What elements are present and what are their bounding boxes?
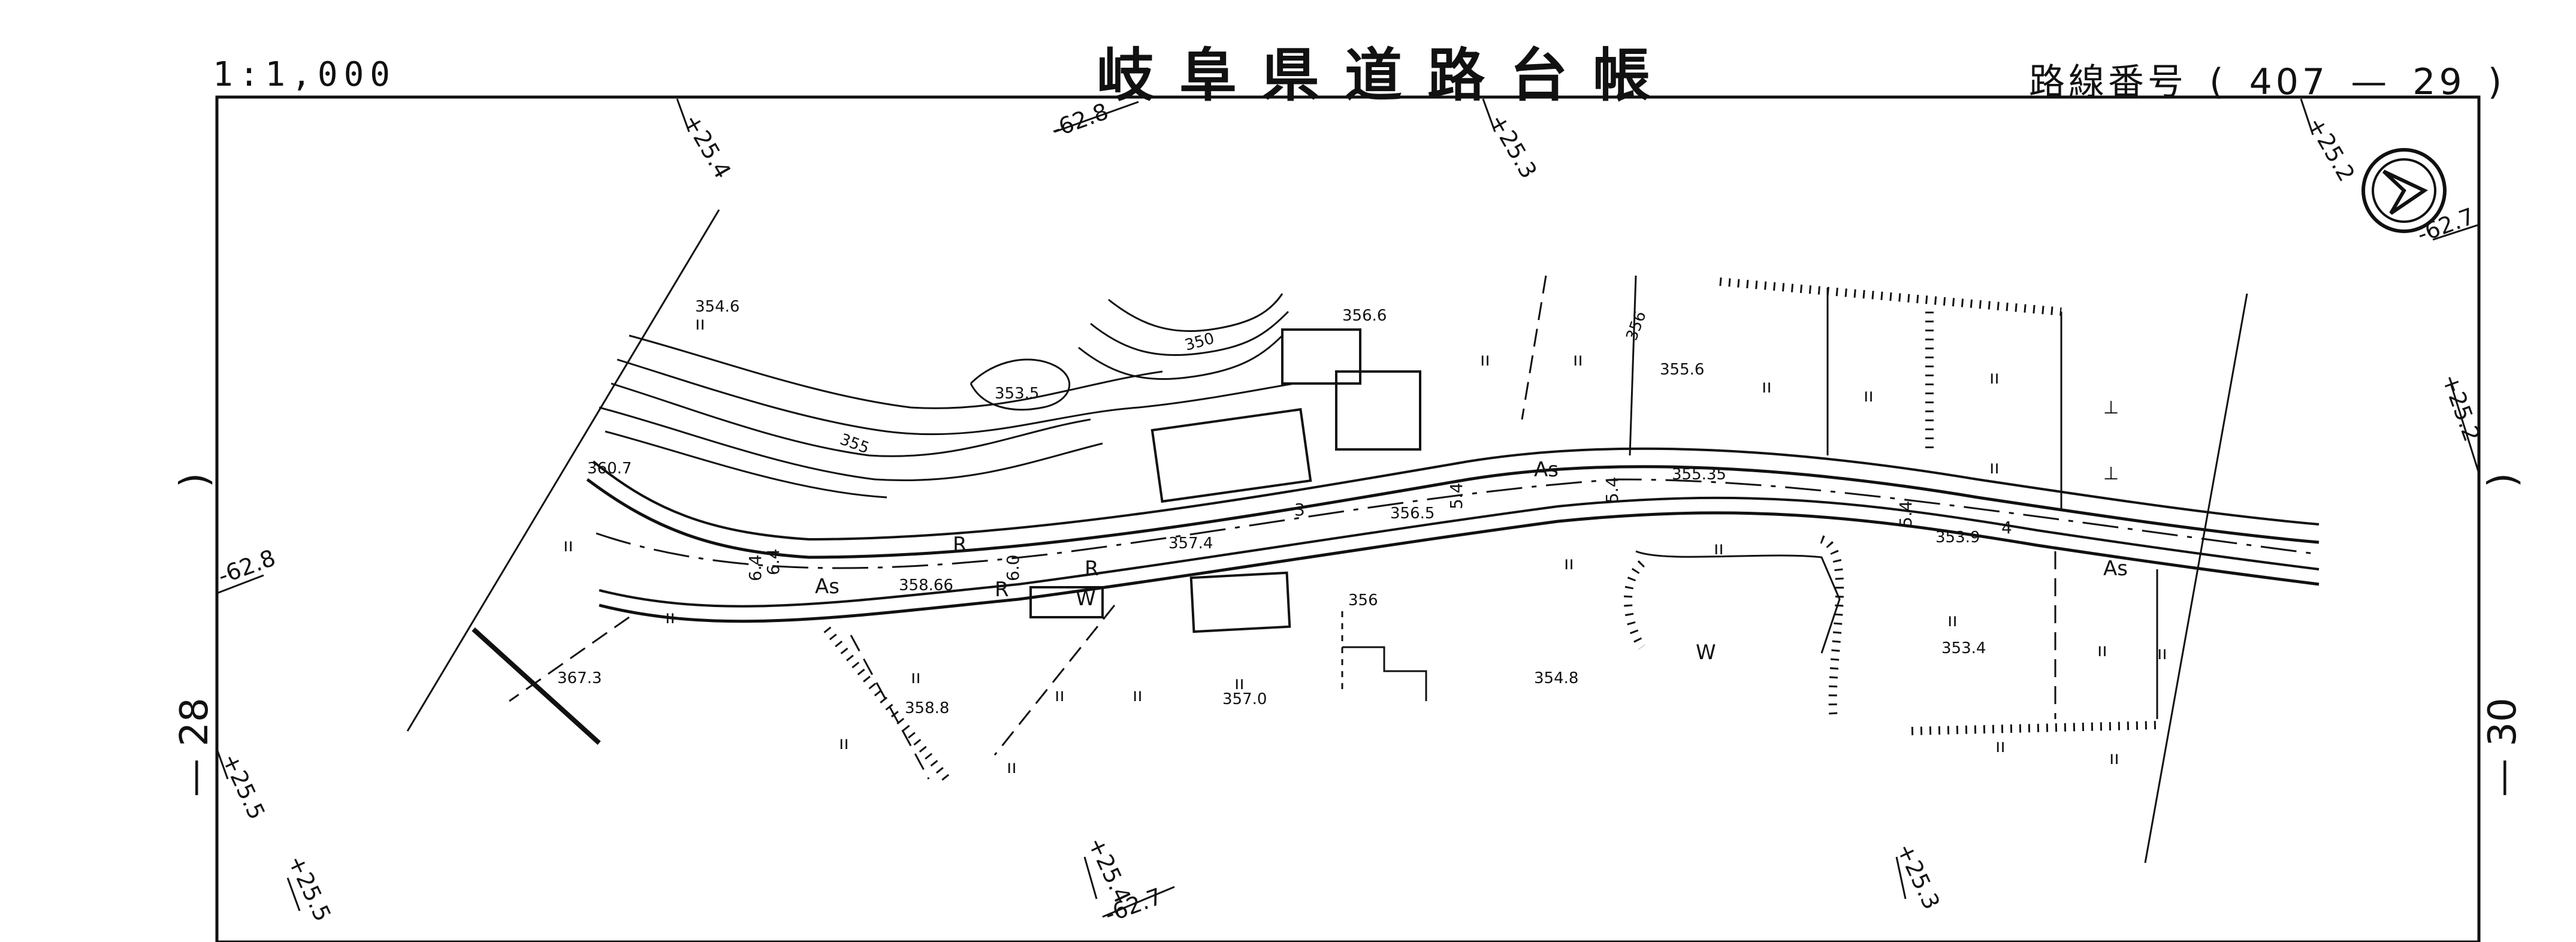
elevation-13: 353.9 <box>1935 529 1980 547</box>
elevation-17: 357.0 <box>1222 690 1267 708</box>
svg-text:ıı: ıı <box>1573 349 1583 370</box>
road-width-7: 5.4 <box>1896 500 1916 527</box>
water-label-1: W <box>1076 587 1096 611</box>
elevation-18: 354.8 <box>1534 669 1578 687</box>
contour-lines <box>599 293 1295 499</box>
elevation-11: 357.4 <box>1168 535 1213 552</box>
grid-label-top-3: +25.3 <box>1484 110 1542 183</box>
road-width-6: 5.4 <box>1602 476 1622 503</box>
elevation-2: 356.6 <box>1342 307 1387 325</box>
svg-text:ıı: ıı <box>2157 643 2167 664</box>
grid-labels: +25.4 -62.8 +25.3 +25.2 -62.7 +25.2 -62.… <box>215 98 2486 928</box>
map-frame <box>215 95 2481 942</box>
building-5 <box>1029 586 1104 618</box>
elevation-9: 355.35 <box>1672 466 1726 484</box>
svg-text:ıı: ıı <box>2109 748 2119 769</box>
svg-text:ıı: ıı <box>1762 376 1772 397</box>
elevation-8: 360.7 <box>587 460 632 478</box>
north-arrow-icon <box>2361 148 2447 233</box>
land-use-symbols: ıı ıı ıı ıı ıı ıı ⊥ ⊥ ıı ıı ıı ıı ıı ıı ıı ıı ıı… <box>563 313 2167 778</box>
road-surface-label-2: As <box>815 575 839 599</box>
svg-text:⊥: ⊥ <box>2103 463 2119 484</box>
building-2 <box>1281 328 1361 385</box>
route-close-paren: ) <box>2487 61 2506 103</box>
retaining-label-3: R <box>995 578 1009 602</box>
building-4 <box>1189 571 1291 633</box>
elevation-16: 358.8 <box>905 699 949 717</box>
elevation-6: 356 <box>1623 309 1650 343</box>
svg-text:⊥: ⊥ <box>2103 397 2119 418</box>
elevation-1: 354.6 <box>695 298 739 316</box>
grid-label-right-1: -62.7 <box>2414 203 2478 247</box>
svg-text:ıı: ıı <box>1055 685 1065 706</box>
svg-text:ıı: ıı <box>665 607 675 628</box>
road-surface-label-1: As <box>1534 458 1559 482</box>
svg-text:ıı: ıı <box>1234 673 1245 694</box>
elevation-10: 356.5 <box>1390 505 1435 523</box>
map-scale: 1:1,000 <box>213 55 397 94</box>
elevation-15: 367.3 <box>557 669 602 687</box>
road-width-5: 5.4 <box>1446 482 1466 509</box>
elevation-12: 358.66 <box>899 576 953 594</box>
grid-label-bottom-4: +25.3 <box>1892 839 1945 913</box>
retaining-label-2: R <box>1085 557 1099 581</box>
buildings <box>1029 328 1421 633</box>
grid-label-top-2: -62.8 <box>1047 98 1112 143</box>
road-width-2: 6.4 <box>763 548 783 575</box>
svg-text:ıı: ıı <box>911 667 921 688</box>
elevation-5: 355 <box>838 430 872 457</box>
retaining-label-1: R <box>953 533 967 557</box>
road-labels: As As As R R R W W 6.4 6.4 6.0 3 5.4 5.4… <box>745 458 2128 665</box>
svg-text:ıı: ıı <box>839 733 849 754</box>
grid-label-top-4: +25.2 <box>2302 113 2360 186</box>
svg-text:ıı: ıı <box>695 313 705 334</box>
elevation-19: 353.4 <box>1941 639 1986 657</box>
svg-text:ıı: ıı <box>1989 367 2000 388</box>
svg-text:ıı: ıı <box>1480 349 1490 370</box>
parcel-lines <box>406 209 2248 864</box>
svg-text:ıı: ıı <box>1947 610 1958 631</box>
road-width-1: 6.4 <box>745 554 765 581</box>
water-label-2: W <box>1696 641 1716 665</box>
svg-text:ıı: ıı <box>563 535 573 556</box>
grid-ticks <box>216 98 2480 918</box>
road-width-3: 6.0 <box>1003 554 1023 581</box>
svg-text:ıı: ıı <box>1133 685 1143 706</box>
svg-text:ıı: ıı <box>1714 538 1724 559</box>
elevation-4: 353.5 <box>995 385 1039 403</box>
road-surface-label-3: As <box>2103 557 2128 581</box>
svg-text:ıı: ıı <box>1995 736 2006 757</box>
svg-text:ıı: ıı <box>1007 757 1017 778</box>
road-width-4: 3 <box>1294 500 1305 520</box>
building-1 <box>1150 407 1312 503</box>
building-3 <box>1335 370 1421 451</box>
elevation-7: 355.6 <box>1660 361 1704 379</box>
svg-text:ıı: ıı <box>1564 553 1574 574</box>
grid-label-left-2: +25.5 <box>217 749 270 823</box>
slope-hatching <box>472 277 2158 782</box>
svg-text:ıı: ıı <box>1864 385 1874 406</box>
elevation-labels: 354.6 356.6 350 353.5 355 356 355.6 360.… <box>557 298 1986 717</box>
grid-label-top-1: +25.4 <box>678 110 736 183</box>
route-open-paren: ( <box>2209 61 2227 103</box>
svg-text:ıı: ıı <box>1989 457 2000 478</box>
elevation-14: 356 <box>1348 591 1378 609</box>
road-width-8: 4 <box>2001 518 2012 538</box>
svg-text:ıı: ıı <box>2097 640 2107 661</box>
